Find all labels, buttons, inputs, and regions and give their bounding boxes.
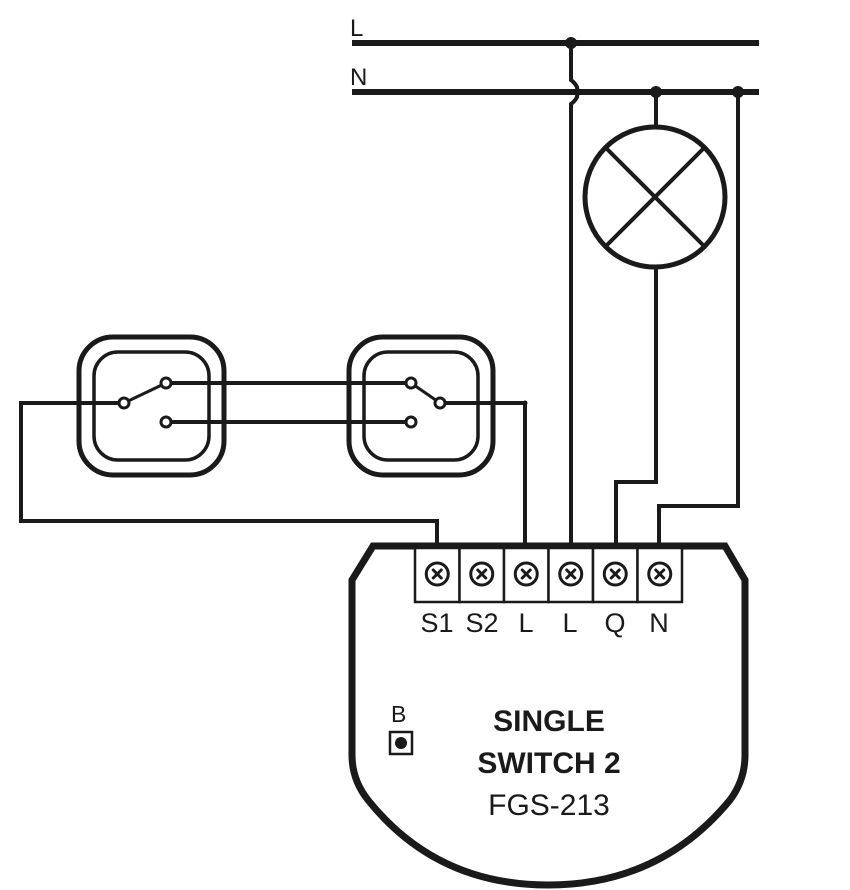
terminal-block bbox=[413, 546, 684, 604]
terminal-label-q: Q bbox=[604, 608, 625, 638]
device-name-line-2: SWITCH 2 bbox=[477, 747, 620, 780]
switch-1[interactable] bbox=[76, 334, 227, 478]
switch-1-lever bbox=[123, 381, 167, 405]
terminal-cell bbox=[547, 546, 595, 604]
screw-icon bbox=[513, 561, 539, 587]
screw-icon bbox=[602, 561, 628, 587]
junction-dot-n-lamp bbox=[650, 86, 662, 98]
terminal-q bbox=[591, 546, 639, 604]
wire-l-bus-to-terminal-l bbox=[569, 43, 580, 547]
switch-2-contact-upper bbox=[404, 376, 418, 390]
terminal-label-l1: L bbox=[518, 608, 533, 638]
screw-icon bbox=[424, 561, 450, 587]
terminal-label-s2: S2 bbox=[465, 608, 498, 638]
screw-icon bbox=[469, 561, 495, 587]
lamp-icon bbox=[582, 124, 728, 270]
wire-corner-dot bbox=[522, 400, 528, 406]
switch-1-rocker bbox=[92, 350, 211, 462]
wire-lamp-to-terminal-q bbox=[614, 267, 658, 547]
terminal-n bbox=[636, 546, 684, 604]
device-name-line-1: SINGLE bbox=[493, 705, 605, 738]
switch-2[interactable] bbox=[346, 334, 496, 478]
switch-2-rocker bbox=[362, 350, 480, 462]
switch-1-contact-upper bbox=[159, 376, 173, 390]
device-body bbox=[348, 542, 749, 889]
wire-switch-1-to-terminal-s1 bbox=[19, 401, 439, 547]
junction-dot-l bbox=[565, 37, 577, 49]
button-b[interactable] bbox=[388, 730, 414, 756]
switch-2-common-contact bbox=[433, 396, 447, 410]
switch-1-frame bbox=[76, 334, 227, 478]
button-b-label: B bbox=[391, 701, 406, 727]
terminal-l-2 bbox=[502, 546, 550, 604]
switch-1-common-contact bbox=[117, 396, 131, 410]
junction-dot-n-device bbox=[732, 86, 744, 98]
device-model: FGS-213 bbox=[488, 789, 610, 822]
terminal-label-l2: L bbox=[562, 608, 577, 638]
terminal-s1 bbox=[413, 546, 461, 604]
button-b-dot bbox=[395, 737, 407, 749]
screw-icon bbox=[647, 561, 673, 587]
terminal-s2 bbox=[458, 546, 506, 604]
bus-label-n: N bbox=[350, 64, 367, 91]
terminal-label-s1: S1 bbox=[420, 608, 453, 638]
screw-icon bbox=[558, 561, 584, 587]
terminal-l-3 bbox=[547, 546, 595, 604]
bus-label-l: L bbox=[350, 15, 363, 42]
switch-2-frame bbox=[346, 334, 496, 478]
wire-n-bus-to-terminal-n bbox=[657, 92, 740, 547]
switch-1-contact-lower bbox=[159, 415, 173, 429]
terminal-label-n: N bbox=[649, 608, 669, 638]
switch-2-contact-lower bbox=[404, 415, 418, 429]
terminal-cell bbox=[413, 546, 461, 604]
